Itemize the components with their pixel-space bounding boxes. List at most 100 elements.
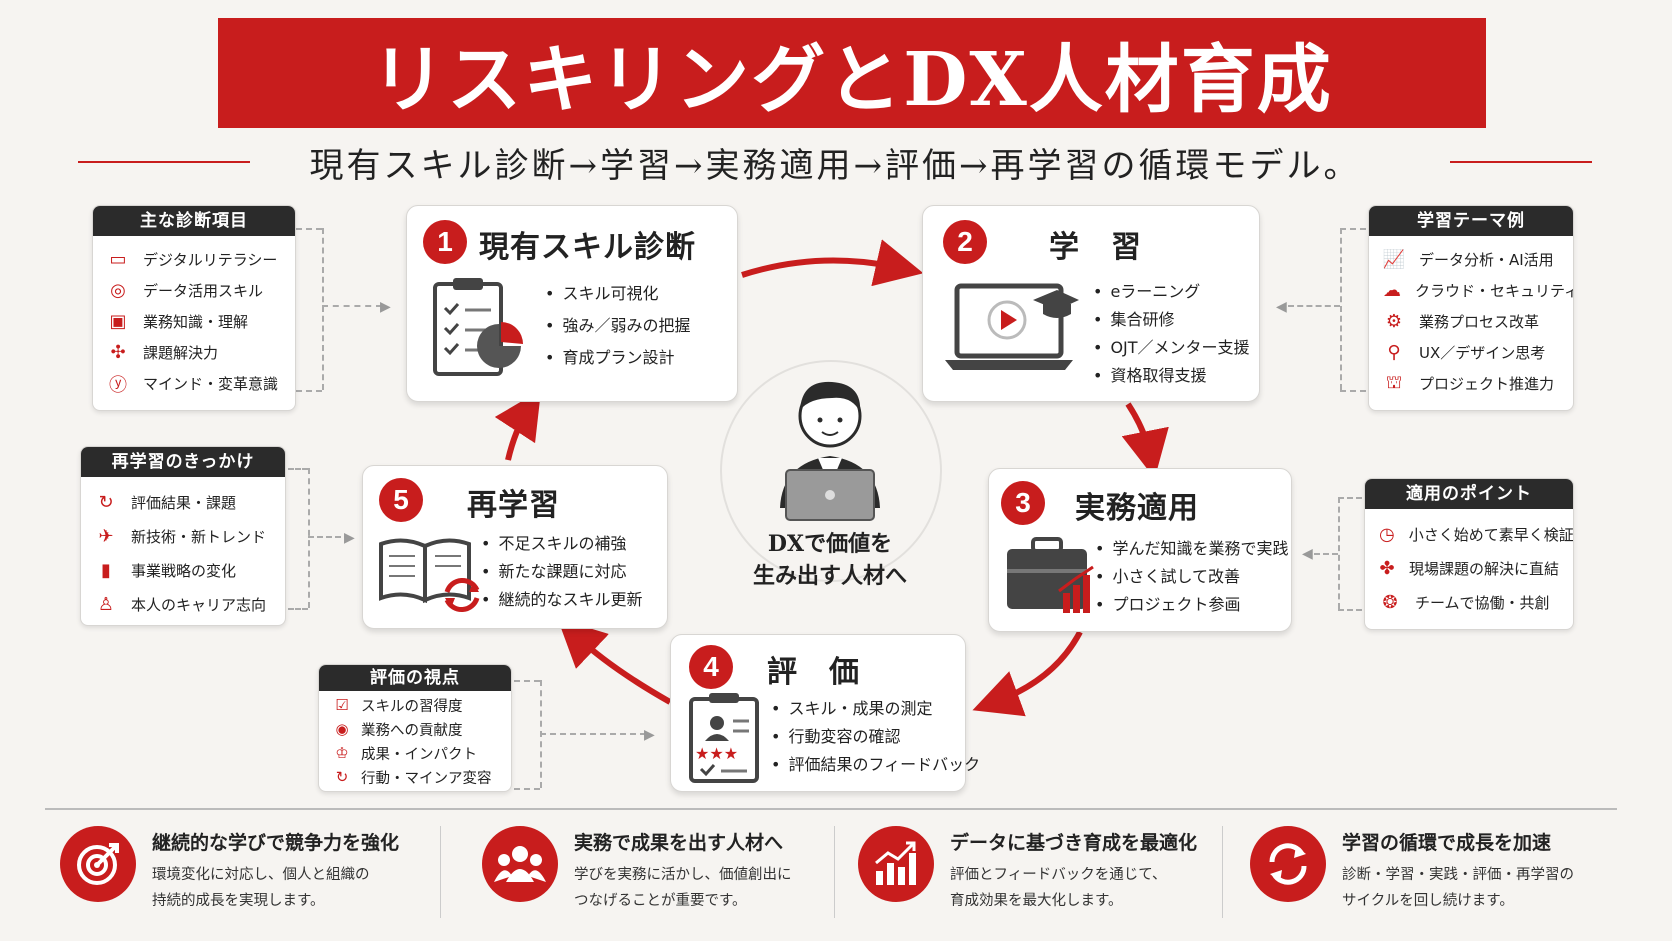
connector-relearning-link [308,536,350,538]
connector-evaluation-top [514,680,540,682]
connector-relearning [308,468,310,608]
line-chart-icon: 📈 [1382,249,1406,270]
connector-learning-bottom [1340,390,1366,392]
list-item: ♔ 成果・インパクト [333,741,497,765]
panel-title: 適用のポイント [1365,479,1573,509]
panel-list: ◷小さく始めて素早く検証 ✤現場課題の解決に直結 ❂ チームで協働・共創 [1365,509,1573,625]
list-item-label: クラウド・セキュリティ [1415,282,1574,300]
stage-title-4: 評 価 [767,655,860,690]
list-item-label: 行動・マインア変容 [361,770,492,787]
stage-bullet: 資格取得支援 [1093,362,1250,390]
list-item-label: 小さく始めて素早く検証 [1408,525,1574,544]
arrow-3-to-4 [972,630,1083,717]
subtitle: 現有スキル診断→学習→実務適用→評価→再学習の循環モデル。 [309,146,1361,186]
clipboard-chart-icon [433,278,523,376]
connector-diagnosis-top [296,228,322,230]
stage-number-1: 1 [423,220,467,264]
benefit-2: 実務で成果を出す人材へ 学びを実務に活かし、価値創出に つなげることが重要です。 [482,818,828,928]
stage-card-3: 3 実務適用 学んだ知識を業務で実践 小さく試して改善 プロジェクト参画 [988,468,1292,632]
person-icon: ♙ [97,593,115,615]
list-item: ✈新技術・新トレンド [95,519,271,553]
target-icon: ◎ [110,280,126,301]
connector-arrowhead: ▶ [380,299,391,315]
list-item: ❂ チームで協働・共創 [1379,585,1559,619]
panel-title: 評価の視点 [319,665,511,691]
benefit-separator [834,826,835,918]
list-item-label: 成果・インパクト [361,746,477,763]
stage-bullet: 行動変容の確認 [771,723,980,751]
list-item: ▮事業戦略の変化 [95,553,271,587]
list-item-label: 評価結果・課題 [131,493,237,512]
connector-arrowhead: ◀ [1276,299,1287,315]
trophy-icon: ♔ [335,744,349,762]
panel-relearning: 再学習のきっかけ ↻評価結果・課題 ✈新技術・新トレンド ▮事業戦略の変化 ♙本… [80,446,286,626]
benefit-text: 環境変化に対応し、個人と組織の 持続的成長を実現します。 [152,862,370,914]
stage-bullets-1: スキル可視化 強み／弱みの把握 育成プラン設計 [545,278,690,374]
benefit-line: 育成効果を最大化します。 [950,893,1123,909]
stage-card-5: 5 再学習 不足スキルの補強 新たな課題に対応 継続的なスキル更新 [362,465,668,629]
subtitle-rule-right [1450,161,1592,163]
list-item-label: データ分析・AI活用 [1419,251,1554,269]
stage-bullet: 育成プラン設計 [545,342,690,374]
refresh-person-icon: ↻ [335,768,349,786]
connector-evaluation-link [540,733,646,735]
panel-title: 再学習のきっかけ [81,447,285,477]
stage-bullet: スキル可視化 [545,278,690,310]
benefit-text: 学びを実務に活かし、価値創出に つなげることが重要です。 [574,862,792,914]
stage-bullet: 集合研修 [1093,306,1250,334]
connector-arrowhead: ▶ [644,727,655,743]
list-item: ✤現場課題の解決に直結 [1379,551,1559,585]
connector-application-link [1314,553,1338,555]
connector-diagnosis [322,228,324,390]
puzzle-icon: ✣ [110,342,126,363]
connector-relearning-top [288,468,308,470]
connector-relearning-bottom [288,608,308,610]
list-item: ◷小さく始めて素早く検証 [1379,517,1573,551]
stage-bullet: 強み／弱みの把握 [545,310,690,342]
benefit-separator [1222,826,1223,918]
list-item: ▭デジタルリテラシー [107,244,281,275]
mind-icon: ⓨ [109,374,127,396]
list-item: ⓨ マインド・変革意識 [107,368,281,399]
list-item-label: 業務知識・理解 [143,313,249,331]
stage-number-2: 2 [943,220,987,264]
team-icon: ❂ [1382,591,1398,613]
list-item-label: スキルの習得度 [361,698,463,715]
list-item-label: マインド・変革意識 [143,375,279,393]
handshake-icon: ✤ [1379,557,1395,579]
stage-bullets-5: 不足スキルの補強 新たな課題に対応 継続的なスキル更新 [481,530,642,614]
rocket-icon: ✈ [98,525,114,547]
panel-list: 📈データ分析・AI活用 ☁クラウド・セキュリティ ⚙業務プロセス改革 ⚲UX／デ… [1369,236,1573,405]
benefit-line: つなげることが重要です。 [574,893,747,909]
stage-title-1: 現有スキル診断 [479,230,696,265]
benefit-separator [440,826,441,918]
medal-icon: ◉ [335,720,349,738]
panel-title: 主な診断項目 [93,206,295,236]
center-ring [720,360,942,582]
benefit-1: 継続的な学びで競争力を強化 環境変化に対応し、個人と組織の 持続的成長を実現しま… [60,818,432,928]
briefcase-icon: ▣ [109,311,127,332]
list-item: ⚙業務プロセス改革 [1383,306,1559,337]
benefit-title: 実務で成果を出す人材へ [574,832,784,854]
stage-bullet: 新たな課題に対応 [481,558,642,586]
arrow-1-to-2 [741,239,924,287]
stage-bullets-3: 学んだ知識を業務で実践 小さく試して改善 プロジェクト参画 [1095,535,1288,619]
person-laptop-icon [780,381,880,521]
target-arrow-icon [60,826,136,902]
stage-bullet: 評価結果のフィードバック [771,751,980,779]
list-item: ⛫プロジェクト推進力 [1383,368,1559,399]
panel-diagnosis: 主な診断項目 ▭デジタルリテラシー ◎データ活用スキル ▣業務知識・理解 ✣課題… [92,205,296,411]
list-item-label: プロジェクト推進力 [1419,375,1555,393]
laptop-graduation-icon [945,283,1079,370]
stage-bullet: 学んだ知識を業務で実践 [1095,535,1288,563]
stage-bullet: OJT／メンター支援 [1093,334,1249,362]
benefit-text: 診断・学習・実践・評価・再学習の サイクルを回し続けます。 [1342,862,1574,914]
stage-bullet: スキル・成果の測定 [771,695,980,723]
benefit-line: 診断・学習・実践・評価・再学習の [1342,867,1574,883]
page-title: リスキリングとDX人材育成 [371,36,1333,123]
stage-bullets-4: スキル・成果の測定 行動変容の確認 評価結果のフィードバック [771,695,980,779]
list-item-label: チームで協働・共創 [1415,593,1550,612]
list-item-label: 業務プロセス改革 [1419,313,1540,331]
benefit-3: データに基づき育成を最適化 評価とフィードバックを通じて、 育成効果を最大化しま… [858,818,1208,928]
center-line-1: DXで価値を [767,531,893,557]
